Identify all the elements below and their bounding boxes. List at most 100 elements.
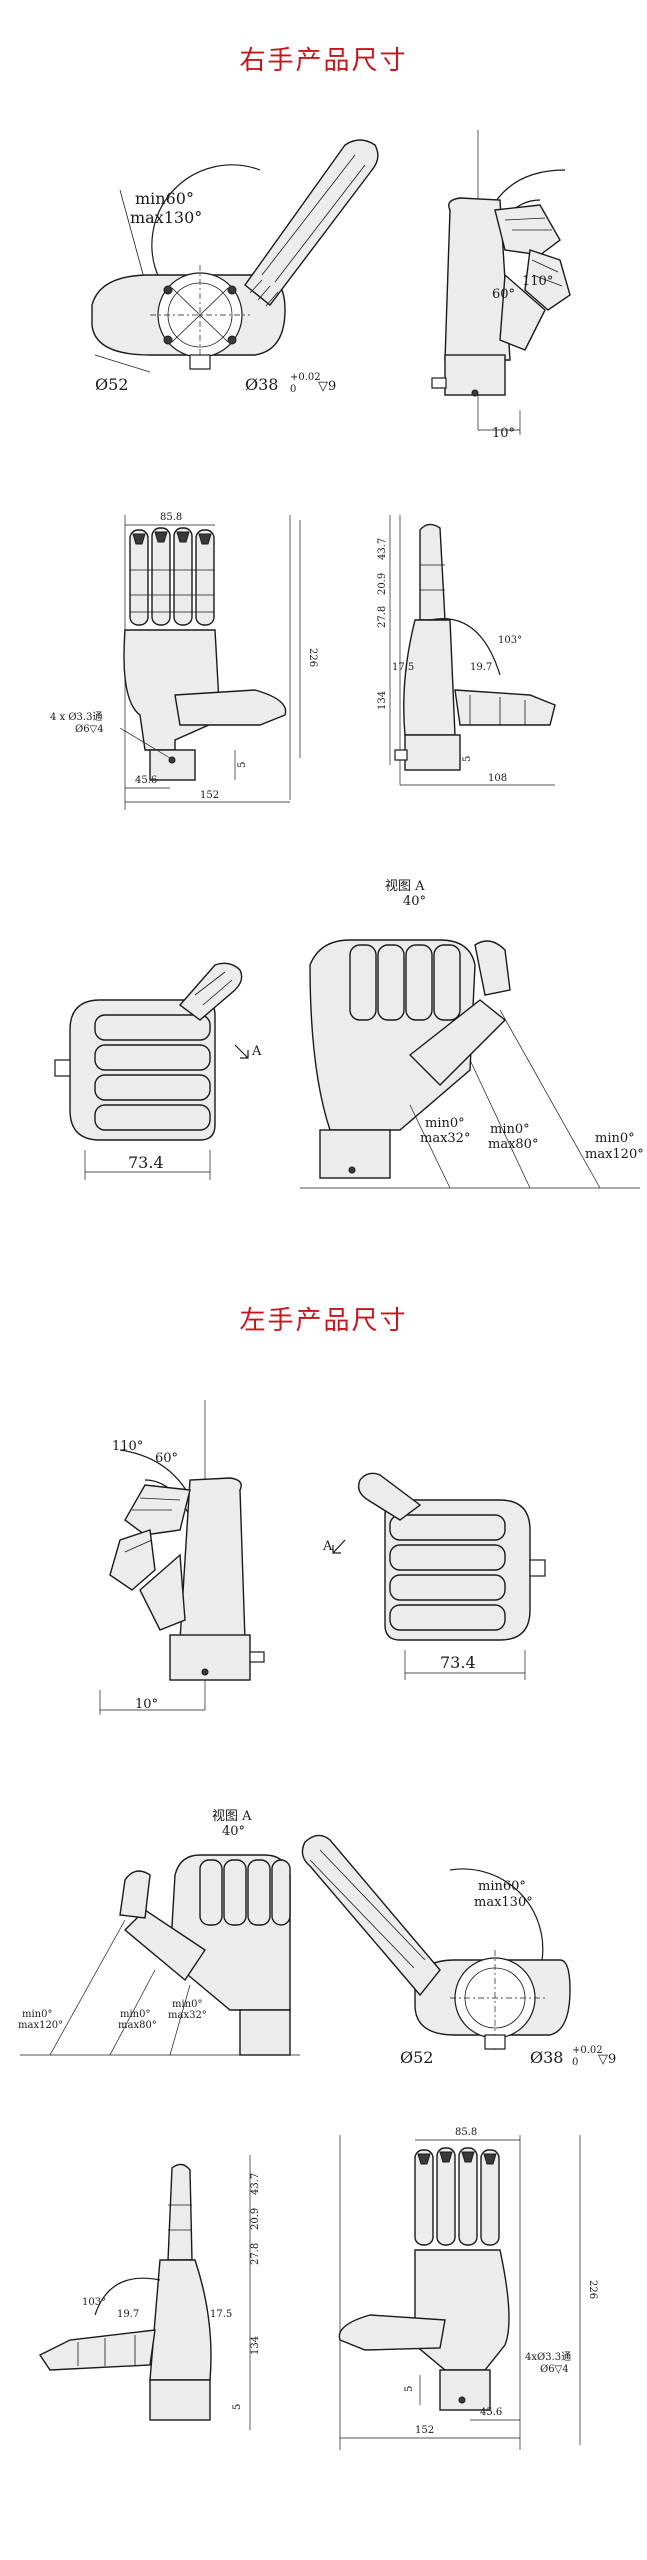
svg-text:226: 226 [587, 2280, 598, 2299]
svg-text:40°: 40° [403, 894, 426, 909]
svg-text:85.8: 85.8 [160, 512, 182, 523]
svg-text:min0°: min0° [595, 1131, 635, 1146]
svg-text:min0°: min0° [22, 2009, 52, 2020]
svg-text:Ø6▽4: Ø6▽4 [540, 2364, 569, 2375]
svg-text:min0°: min0° [120, 2009, 150, 2020]
svg-text:min0°: min0° [490, 1122, 530, 1137]
svg-text:43.7: 43.7 [377, 538, 388, 560]
fingers [129, 527, 215, 626]
svg-text:27.8: 27.8 [377, 606, 388, 628]
svg-text:min60°: min60° [478, 1879, 526, 1894]
thumb [338, 2314, 446, 2351]
svg-text:A: A [322, 1539, 333, 1554]
svg-text:视图 A: 视图 A [212, 1809, 252, 1824]
palm-body [179, 1477, 246, 1641]
svg-text:Ø38: Ø38 [530, 2048, 563, 2067]
right-hand-title: 右手产品尺寸 [239, 46, 408, 76]
svg-text:0: 0 [572, 2057, 578, 2068]
svg-text:max120°: max120° [585, 1147, 644, 1162]
right-front-dims-drawing: 85.8 226 4 x Ø3.3通 Ø6▽4 5 45.6 152 [50, 512, 318, 810]
svg-text:min0°: min0° [425, 1116, 465, 1131]
right-top-fist-drawing: A 73.4 [54, 962, 262, 1180]
svg-text:10°: 10° [492, 426, 515, 441]
svg-text:152: 152 [415, 2425, 434, 2436]
svg-text:17.5: 17.5 [210, 2309, 232, 2320]
svg-text:60°: 60° [155, 1451, 178, 1466]
left-side-dims-drawing: 43.7 20.9 27.8 103° 19.7 17.5 134 5 [38, 2155, 261, 2430]
svg-text:5: 5 [462, 756, 473, 762]
finger-shaft [301, 1834, 441, 1997]
svg-text:27.8: 27.8 [250, 2243, 261, 2265]
svg-text:103°: 103° [498, 635, 522, 646]
right-side-dims-drawing: 43.7 20.9 27.8 103° 17.5 19.7 134 5 108 [377, 515, 556, 786]
left-hand-title: 左手产品尺寸 [239, 1306, 408, 1336]
palm-body [414, 2249, 510, 2371]
svg-text:5: 5 [232, 2404, 243, 2410]
svg-text:73.4: 73.4 [440, 1653, 476, 1672]
svg-text:max130°: max130° [474, 1895, 533, 1910]
finger-side [419, 523, 446, 621]
svg-text:▽9: ▽9 [318, 379, 336, 394]
rotation-arc [151, 164, 261, 281]
svg-text:103°: 103° [82, 2297, 106, 2308]
fingers [414, 2147, 500, 2246]
svg-text:+0.02: +0.02 [290, 372, 321, 383]
svg-text:Ø52: Ø52 [400, 2048, 433, 2067]
svg-text:20.9: 20.9 [377, 573, 388, 595]
svg-text:17.5: 17.5 [392, 662, 414, 673]
svg-text:Ø6▽4: Ø6▽4 [75, 724, 104, 735]
svg-text:▽9: ▽9 [598, 2052, 616, 2067]
svg-text:85.8: 85.8 [455, 2127, 477, 2138]
finger-shaft [244, 139, 379, 306]
svg-text:+0.02: +0.02 [572, 2045, 603, 2056]
svg-text:43.7: 43.7 [250, 2173, 261, 2195]
view-a-arrow-label: A [251, 1044, 262, 1059]
thumb [357, 1472, 422, 1521]
left-wrist-rotation-drawing: min60° max130° Ø52 Ø38 +0.02 0 ▽9 [301, 1834, 616, 2068]
svg-text:min0°: min0° [172, 1999, 202, 2010]
right-wrist-rotation-drawing: Ø52 Ø38 +0.02 0 ▽9 min60° max130° [91, 139, 379, 395]
svg-text:4xØ3.3通: 4xØ3.3通 [525, 2351, 571, 2363]
svg-text:226: 226 [307, 648, 318, 667]
finger-side [167, 2163, 193, 2261]
angle-min-label: min60° [135, 189, 194, 208]
left-side-curl-drawing: 110° 60° 10° [99, 1400, 265, 1715]
wrist-base [169, 1634, 251, 1681]
svg-text:110°: 110° [112, 1439, 143, 1454]
svg-text:152: 152 [200, 790, 219, 801]
left-front-dims-drawing: 85.8 226 4xØ3.3通 Ø6▽4 5 45.6 152 [338, 2127, 598, 2450]
wrist-base [444, 354, 506, 396]
svg-text:19.7: 19.7 [117, 2309, 139, 2320]
svg-text:40°: 40° [222, 1824, 245, 1839]
svg-text:60°: 60° [492, 287, 515, 302]
svg-text:max32°: max32° [420, 1131, 470, 1146]
right-side-curl-drawing: 110° 60° 10° [431, 130, 571, 441]
svg-text:max32°: max32° [168, 2010, 207, 2021]
svg-text:max80°: max80° [488, 1137, 538, 1152]
svg-text:134: 134 [250, 2336, 261, 2355]
svg-text:4 x Ø3.3通: 4 x Ø3.3通 [50, 711, 102, 723]
angle-max-label: max130° [130, 208, 202, 227]
thumb [178, 962, 243, 1021]
svg-text:110°: 110° [522, 274, 553, 289]
svg-text:10°: 10° [135, 1697, 158, 1712]
svg-text:45.6: 45.6 [480, 2407, 502, 2418]
svg-text:45.6: 45.6 [135, 775, 157, 786]
left-top-fist-drawing: A 73.4 [322, 1472, 546, 1680]
svg-text:0: 0 [290, 384, 296, 395]
svg-text:20.9: 20.9 [250, 2208, 261, 2230]
width-label: 73.4 [128, 1153, 164, 1172]
right-view-a-drawing: 视图 A 40° min0° max32° min0° max80° min0°… [300, 879, 644, 1189]
svg-text:5: 5 [404, 2386, 415, 2392]
svg-text:max80°: max80° [118, 2020, 157, 2031]
svg-text:108: 108 [488, 773, 507, 784]
dia-base-label: Ø52 [95, 375, 128, 394]
svg-text:134: 134 [377, 691, 388, 710]
dia-shaft-label: Ø38 [245, 375, 278, 394]
svg-text:视图 A: 视图 A [385, 879, 425, 894]
svg-text:max120°: max120° [18, 2020, 63, 2031]
svg-text:5: 5 [237, 762, 248, 768]
left-view-a-drawing: 视图 A 40° min0° max120° min0° max80° min0… [18, 1809, 300, 2056]
thumb [174, 689, 287, 726]
svg-text:19.7: 19.7 [470, 662, 492, 673]
